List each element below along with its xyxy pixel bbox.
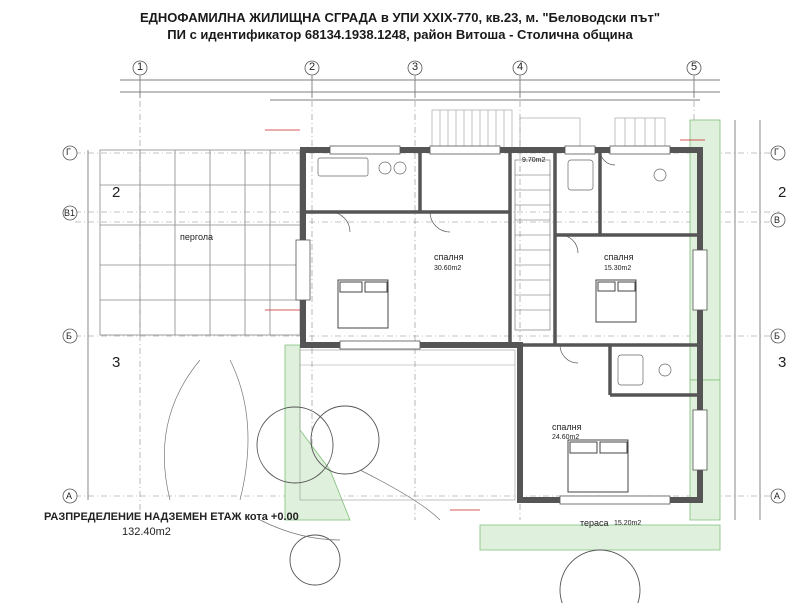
landscape-curves — [163, 359, 441, 541]
axis-row-v1-left: В1 — [64, 208, 76, 218]
room-terrace-label: тераса — [580, 518, 609, 528]
axis-row-g-right: Г — [774, 147, 779, 157]
room-bedroom-right-label: спалня — [604, 252, 634, 262]
axis-row-g-left: Г — [66, 147, 71, 157]
axis-grid — [75, 75, 780, 520]
room-bedroom-main-label: спалня — [434, 252, 464, 262]
section-mark-3-right: 3 — [778, 354, 787, 371]
tree-circles — [256, 405, 641, 603]
section-mark-2-left: 2 — [112, 184, 121, 201]
floor-total-area: 132.40m2 — [122, 526, 171, 538]
room-bedroom-main-area: 30.60m2 — [434, 265, 462, 272]
exterior-walls — [300, 147, 703, 503]
interior-walls — [303, 150, 700, 397]
axis-row-v-right: В — [774, 215, 781, 225]
room-bedroom-right-area: 15.30m2 — [604, 265, 632, 272]
landscape-zones — [284, 119, 721, 551]
column-axis-bubbles — [132, 60, 702, 76]
room-pergola-label: пергола — [180, 232, 214, 242]
top-dimension-lines — [120, 76, 720, 101]
room-bedroom-bottom-label: спалня — [552, 422, 582, 432]
room-bedroom-bottom-area: 24.60m2 — [552, 434, 580, 441]
axis-row-a-left: А — [66, 491, 73, 501]
floor-title: РАЗПРЕДЕЛЕНИЕ НАДЗЕМЕН ЕТАЖ кота +0.00 — [44, 511, 299, 523]
section-mark-3-left: 3 — [112, 354, 121, 371]
project-title: ЕДНОФАМИЛНА ЖИЛИЩНА СГРАДА в УПИ XXIX-77… — [139, 10, 660, 25]
row-axis-bubbles — [62, 145, 786, 504]
room-bathroom-area: 9.70m2 — [522, 157, 546, 164]
room-terrace-area: 15.20m2 — [614, 520, 642, 527]
top-terrace-hatch — [431, 109, 666, 151]
beds — [337, 279, 637, 493]
axis-col-3: 3 — [412, 61, 419, 73]
axis-col-5: 5 — [691, 61, 698, 73]
bathroom-fixtures — [317, 157, 672, 386]
axis-row-b-left: Б — [66, 331, 72, 341]
axis-col-4: 4 — [517, 61, 524, 73]
staircase — [514, 159, 551, 331]
level-marks — [265, 129, 705, 511]
axis-col-1: 1 — [137, 61, 144, 73]
door-swings — [329, 149, 616, 364]
axis-row-a-right: А — [774, 491, 781, 501]
yard-terrace — [299, 349, 516, 501]
section-mark-2-right: 2 — [778, 184, 787, 201]
project-subtitle: ПИ с идентификатор 68134.1938.1248, райо… — [167, 27, 633, 42]
axis-row-b-right: Б — [774, 331, 780, 341]
pergola — [99, 149, 301, 336]
axis-col-2: 2 — [309, 61, 316, 73]
windows — [295, 145, 708, 505]
